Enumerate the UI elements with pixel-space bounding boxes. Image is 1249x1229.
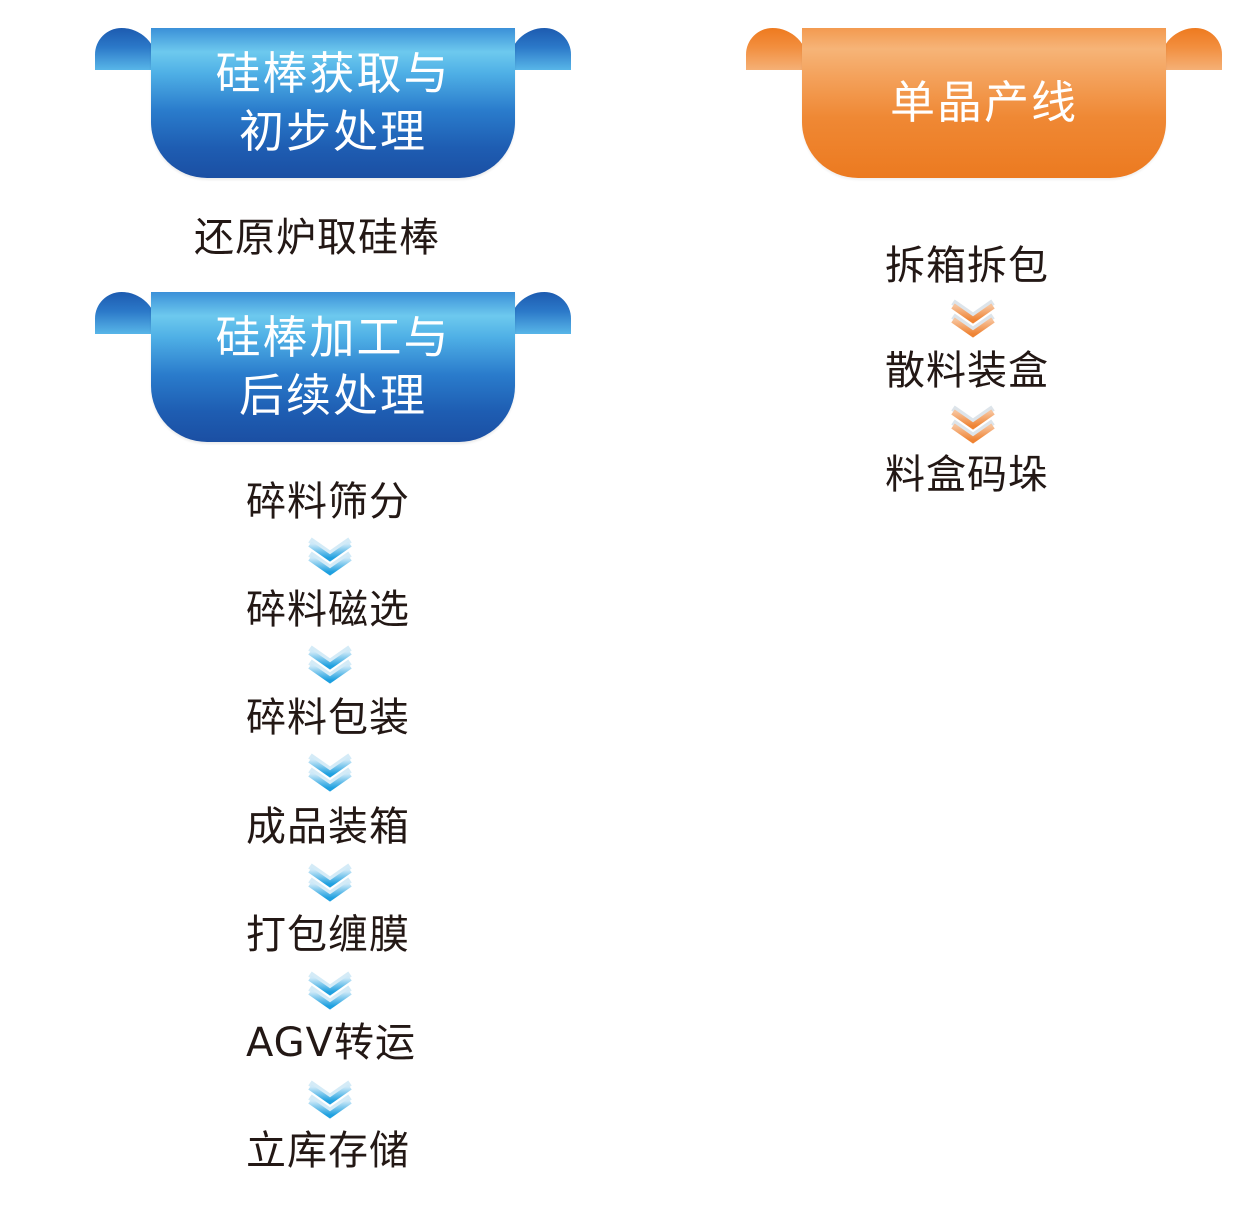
- step-boxing: 散料装盒: [885, 348, 1049, 394]
- section-title: 硅棒加工与 后续处理: [215, 311, 451, 422]
- ribbon-curl-right: [1160, 28, 1222, 70]
- step-stacking: 料盒码垛: [885, 452, 1049, 498]
- double-chevron-down-icon: [308, 1080, 352, 1119]
- ribbon-curl-left: [746, 28, 808, 70]
- step-2: 碎料磁选: [246, 587, 410, 633]
- ribbon-curl-right: [509, 292, 571, 334]
- double-chevron-down-icon: [951, 405, 995, 444]
- section-title: 单晶产线: [889, 76, 1078, 129]
- section-title: 硅棒获取与 初步处理: [215, 47, 451, 158]
- step-4: 成品装箱: [246, 804, 410, 850]
- step-5: 打包缠膜: [246, 912, 410, 958]
- double-chevron-down-icon: [308, 863, 352, 902]
- step-7: 立库存储: [246, 1128, 410, 1174]
- ribbon-body: 硅棒获取与 初步处理: [151, 28, 515, 178]
- ribbon-body: 单晶产线: [802, 28, 1166, 178]
- step-reduction-furnace: 还原炉取硅棒: [194, 215, 440, 261]
- double-chevron-down-icon: [308, 537, 352, 576]
- step-1: 碎料筛分: [246, 479, 410, 525]
- double-chevron-down-icon: [951, 299, 995, 338]
- step-6: AGV转运: [246, 1020, 417, 1066]
- ribbon-body: 硅棒加工与 后续处理: [151, 292, 515, 442]
- ribbon-silicon-rod-acquisition: 硅棒获取与 初步处理: [95, 28, 571, 178]
- double-chevron-down-icon: [308, 971, 352, 1010]
- ribbon-curl-left: [95, 28, 157, 70]
- step-3: 碎料包装: [246, 695, 410, 741]
- double-chevron-down-icon: [308, 645, 352, 684]
- ribbon-silicon-rod-processing: 硅棒加工与 后续处理: [95, 292, 571, 442]
- double-chevron-down-icon: [308, 753, 352, 792]
- step-unpack: 拆箱拆包: [885, 243, 1049, 289]
- ribbon-monocrystal-line: 单晶产线: [746, 28, 1222, 178]
- ribbon-curl-left: [95, 292, 157, 334]
- ribbon-curl-right: [509, 28, 571, 70]
